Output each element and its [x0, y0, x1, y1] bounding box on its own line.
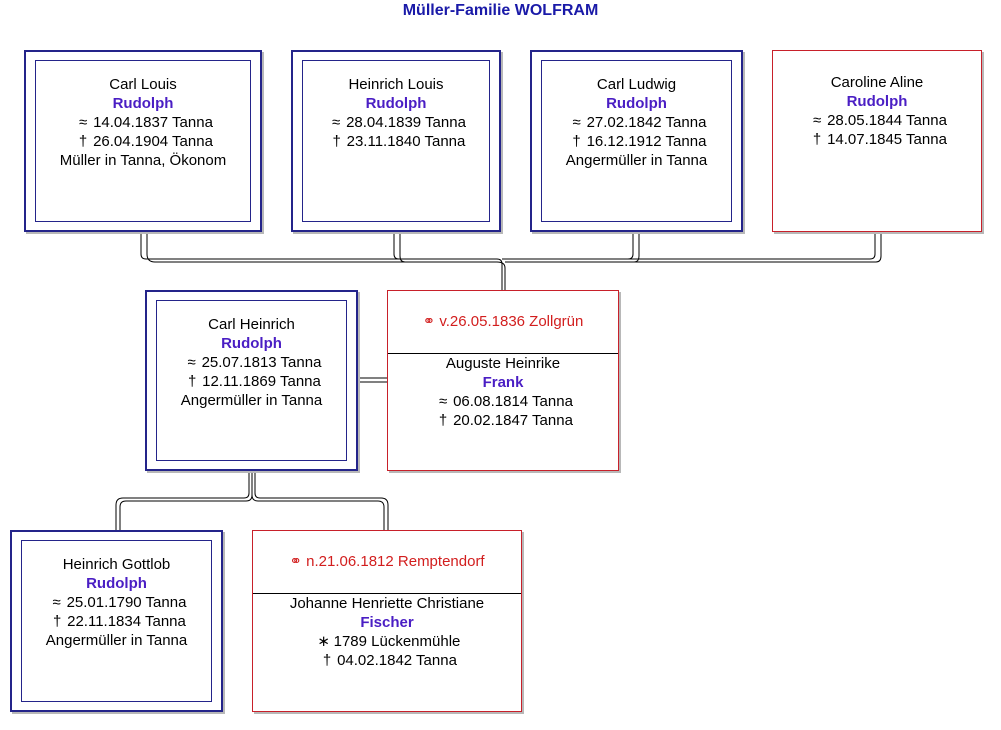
- sibling-connector-4: [399, 232, 406, 263]
- sibling-connector-3: [393, 232, 400, 260]
- death-symbol-icon: †: [78, 133, 88, 150]
- birth-symbol-icon: ≈: [52, 594, 61, 611]
- card-inner-frame: Carl Louis Rudolph ≈14.04.1837 Tanna † 26…: [35, 60, 251, 222]
- birth-date: 1789 Lückenmühle: [333, 633, 461, 650]
- birth-date: 28.05.1844 Tanna: [827, 112, 947, 129]
- surname: Rudolph: [606, 95, 667, 112]
- born-symbol-icon: ∗: [317, 633, 330, 650]
- death-symbol-icon: †: [52, 613, 62, 630]
- sibling-connector-5: [627, 232, 634, 260]
- occupation: Müller in Tanna, Ökonom: [59, 152, 227, 169]
- person-card-heinrich-louis[interactable]: Heinrich Louis Rudolph ≈28.04.1839 Tanna…: [291, 50, 501, 232]
- surname: Rudolph: [365, 95, 427, 112]
- death-date: 04.02.1842 Tanna: [337, 652, 457, 669]
- marriage-rings-icon: ⚭: [422, 313, 436, 330]
- death-date: 20.02.1847 Tanna: [453, 412, 573, 429]
- sibling-connector-1: [140, 232, 503, 290]
- sibling-connector-8: [505, 232, 882, 263]
- birth-date: 25.07.1813 Tanna: [201, 354, 322, 371]
- birth-date: 14.04.1837 Tanna: [93, 114, 213, 131]
- given-name: Johanne Henriette Christiane: [289, 595, 485, 612]
- person-card-auguste-heinrike[interactable]: ⚭ v.26.05.1836 Zollgrün Auguste Heinrike…: [387, 290, 619, 471]
- death-date: 14.07.1845 Tanna: [827, 131, 947, 148]
- person-card-carl-heinrich[interactable]: Carl Heinrich Rudolph ≈25.07.1813 Tanna …: [145, 290, 358, 471]
- birth-date: 27.02.1842 Tanna: [586, 114, 707, 131]
- card-inner-frame: Carl Heinrich Rudolph ≈25.07.1813 Tanna …: [156, 300, 347, 461]
- death-date: 16.12.1912 Tanna: [586, 133, 707, 150]
- descent-connector-c: [119, 471, 253, 530]
- death-date: 23.11.1840 Tanna: [346, 133, 466, 150]
- death-symbol-icon: †: [322, 652, 332, 669]
- given-name: Carl Ludwig: [596, 76, 677, 93]
- sibling-connector-2: [146, 232, 506, 290]
- given-name: Carl Heinrich: [208, 316, 295, 333]
- death-date: 26.04.1904 Tanna: [93, 133, 213, 150]
- person-card-carl-ludwig[interactable]: Carl Ludwig Rudolph ≈27.02.1842 Tanna † 1…: [530, 50, 743, 232]
- occupation: Angermüller in Tanna: [45, 632, 188, 649]
- card-inner-frame: Heinrich Louis Rudolph ≈28.04.1839 Tanna…: [302, 60, 490, 222]
- death-symbol-icon: †: [572, 133, 581, 150]
- death-symbol-icon: †: [812, 131, 822, 148]
- birth-symbol-icon: ≈: [187, 354, 196, 371]
- person-card-heinrich-gottlob[interactable]: Heinrich Gottlob Rudolph ≈25.01.1790 Tan…: [10, 530, 223, 712]
- birth-symbol-icon: ≈: [812, 112, 822, 129]
- surname: Rudolph: [221, 335, 282, 352]
- given-name: Auguste Heinrike: [445, 355, 561, 372]
- surname: Rudolph: [86, 575, 147, 592]
- occupation: Angermüller in Tanna: [565, 152, 708, 169]
- given-name: Caroline Aline: [830, 74, 924, 91]
- card-inner-frame: Carl Ludwig Rudolph ≈27.02.1842 Tanna † 1…: [541, 60, 732, 222]
- birth-date: 25.01.1790 Tanna: [66, 594, 187, 611]
- card-inner-frame: Heinrich Gottlob Rudolph ≈25.01.1790 Tan…: [21, 540, 212, 702]
- given-name: Heinrich Gottlob: [62, 556, 171, 573]
- birth-date: 28.04.1839 Tanna: [346, 114, 466, 131]
- marriage-rings-icon: ⚭: [289, 553, 302, 570]
- chart-title: Müller-Familie WOLFRAM: [402, 2, 599, 19]
- death-date: 22.11.1834 Tanna: [67, 613, 186, 630]
- surname: Rudolph: [112, 95, 174, 112]
- given-name: Heinrich Louis: [348, 76, 444, 93]
- sibling-connector-6: [633, 232, 640, 263]
- surname: Fischer: [360, 614, 414, 631]
- given-name: Carl Louis: [109, 76, 177, 93]
- descent-connector-d: [251, 494, 385, 530]
- birth-symbol-icon: ≈: [438, 393, 448, 410]
- marriage-link-parents: [358, 377, 388, 383]
- descent-connector-b: [254, 471, 389, 530]
- death-symbol-icon: †: [332, 133, 341, 150]
- marriage-info: ⚭ v.26.05.1836 Zollgrün: [388, 291, 618, 354]
- death-date: 12.11.1869 Tanna: [202, 373, 321, 390]
- marriage-date: n.21.06.1812 Remptendorf: [306, 553, 485, 570]
- person-card-carl-louis[interactable]: Carl Louis Rudolph ≈14.04.1837 Tanna † 26…: [24, 50, 262, 232]
- death-symbol-icon: †: [187, 373, 197, 390]
- sibling-connector-7: [502, 232, 876, 260]
- descent-connector-a: [115, 471, 250, 530]
- person-card-johanne-henriette-christiane[interactable]: ⚭ n.21.06.1812 Remptendorf Johanne Henri…: [252, 530, 522, 712]
- birth-date: 06.08.1814 Tanna: [453, 393, 573, 410]
- marriage-date: v.26.05.1836 Zollgrün: [439, 313, 584, 330]
- surname: Rudolph: [846, 93, 908, 110]
- occupation: Angermüller in Tanna: [180, 392, 323, 409]
- death-symbol-icon: †: [438, 412, 448, 429]
- marriage-info: ⚭ n.21.06.1812 Remptendorf: [253, 531, 521, 594]
- surname: Frank: [482, 374, 524, 391]
- birth-symbol-icon: ≈: [331, 114, 341, 131]
- birth-symbol-icon: ≈: [572, 114, 581, 131]
- birth-symbol-icon: ≈: [78, 114, 88, 131]
- person-card-caroline-aline[interactable]: Caroline Aline Rudolph ≈28.05.1844 Tanna…: [772, 50, 982, 232]
